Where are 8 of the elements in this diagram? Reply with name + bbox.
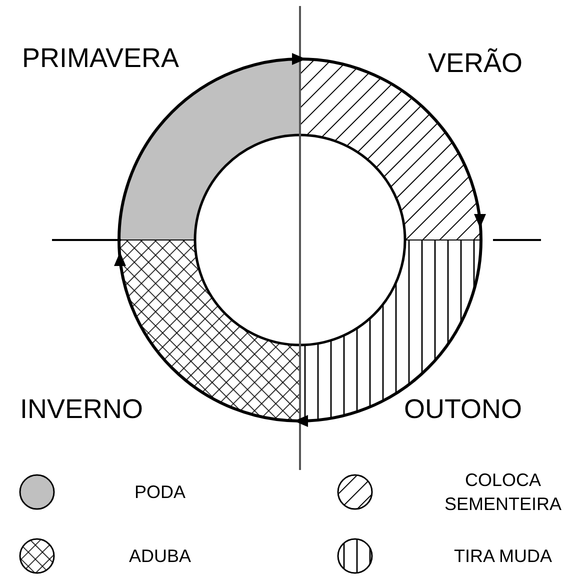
legend-label: ADUBA: [128, 545, 192, 568]
season-label: OUTONO: [404, 394, 522, 425]
legend-label: PODA: [133, 481, 186, 504]
legend-label: TIRA MUDA: [452, 545, 553, 568]
season-label: VERÃO: [428, 48, 523, 79]
season-label: PRIMAVERA: [22, 43, 180, 74]
legend-label: COLOCA SEMENTEIRA: [443, 469, 563, 516]
season-label: INVERNO: [20, 394, 144, 425]
